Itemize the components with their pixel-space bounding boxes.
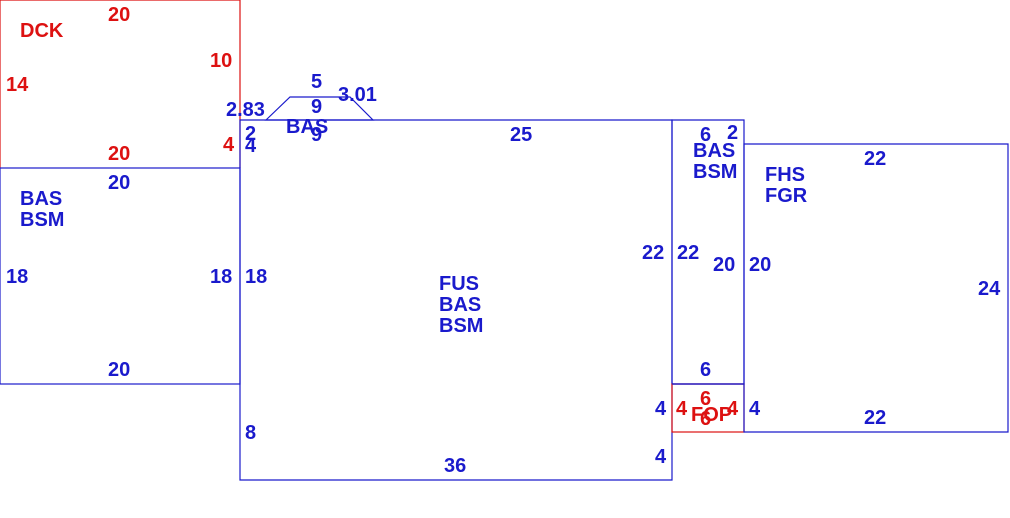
bay-bas-area: 5 2.83 3.01 9 BAS 9 <box>226 71 377 146</box>
bay-outline <box>264 96 375 121</box>
garage-right-dim: 24 <box>978 278 1001 300</box>
main-right-a-dim: 4 <box>655 398 667 420</box>
main-top-dim: 25 <box>510 124 532 146</box>
main-code-3: BSM <box>439 315 483 337</box>
bas-bsm-left-left-dim: 18 <box>6 266 28 288</box>
main-left-a-dim: 2 <box>245 123 256 145</box>
bas-bsm-left-top-dim: 20 <box>108 172 130 194</box>
main-right-b-dim: 4 <box>655 446 667 468</box>
garage-bottom-dim: 22 <box>864 407 886 429</box>
garage-area: FHS FGR 22 20 24 4 22 <box>749 148 1001 429</box>
bas-bsm-right-bottom-dim: 6 <box>700 359 711 381</box>
main-right-main-dim: 22 <box>642 242 664 264</box>
dck-bottom-dim: 20 <box>108 143 130 165</box>
fop-top-dim: 6 <box>700 388 711 410</box>
main-bottom-dim: 36 <box>444 455 466 477</box>
bay-right-dim: 3.01 <box>338 84 377 106</box>
fop-right-dim: 4 <box>727 398 739 420</box>
bas-bsm-right-code-2: BSM <box>693 161 737 183</box>
bay-inner-bottom-dim: 9 <box>311 124 322 146</box>
garage-top-dim: 22 <box>864 148 886 170</box>
bay-top-dim: 5 <box>311 71 322 93</box>
bas-bsm-left-code-1: BAS <box>20 188 62 210</box>
bas-bsm-right-top-right-dim: 2 <box>727 122 738 144</box>
dck-right-upper-dim: 10 <box>210 50 232 72</box>
garage-code-1: FHS <box>765 164 805 186</box>
bas-bsm-left-area: BAS BSM 20 18 18 20 <box>6 172 232 381</box>
bas-bsm-left-right-dim: 18 <box>210 266 232 288</box>
main-left-lower-dim: 8 <box>245 422 256 444</box>
dck-left-dim: 14 <box>6 74 29 96</box>
outlines <box>0 0 1009 481</box>
bas-bsm-left-code-2: BSM <box>20 209 64 231</box>
dck-area: DCK 20 14 10 4 20 <box>6 4 235 165</box>
main-code-2: BAS <box>439 294 481 316</box>
main-left-b-dim: 4 <box>245 135 257 157</box>
bay-code: BAS <box>286 116 328 138</box>
main-left-main-dim: 18 <box>245 266 267 288</box>
dck-right-lower-dim: 4 <box>223 134 235 156</box>
fop-code: FOP <box>691 404 732 426</box>
bas-bsm-right-right-dim: 20 <box>713 254 735 276</box>
garage-code-2: FGR <box>765 185 808 207</box>
garage-left-lower-dim: 4 <box>749 398 761 420</box>
bay-inner-top-dim: 9 <box>311 96 322 118</box>
main-area: FUS BAS BSM 25 2 4 18 8 22 4 4 36 <box>245 123 667 477</box>
fop-bottom-dim: 6 <box>700 408 711 430</box>
dck-top-dim: 20 <box>108 4 130 26</box>
bas-bsm-left-bottom-dim: 20 <box>108 359 130 381</box>
dck-code: DCK <box>20 20 64 42</box>
garage-outline <box>743 143 1009 433</box>
bas-bsm-right-top-dim: 6 <box>700 124 711 146</box>
bas-bsm-right-area: 6 2 BAS BSM 22 20 6 <box>677 122 738 381</box>
dck-outline <box>0 0 241 168</box>
main-code-1: FUS <box>439 273 479 295</box>
bas-bsm-right-left-dim: 22 <box>677 242 699 264</box>
bay-left-dim: 2.83 <box>226 99 265 121</box>
fop-area: 6 4 FOP 4 6 <box>676 388 739 430</box>
main-outline <box>239 119 673 481</box>
fop-left-dim: 4 <box>676 398 688 420</box>
bas-bsm-right-code-1: BAS <box>693 140 735 162</box>
garage-left-dim: 20 <box>749 254 771 276</box>
